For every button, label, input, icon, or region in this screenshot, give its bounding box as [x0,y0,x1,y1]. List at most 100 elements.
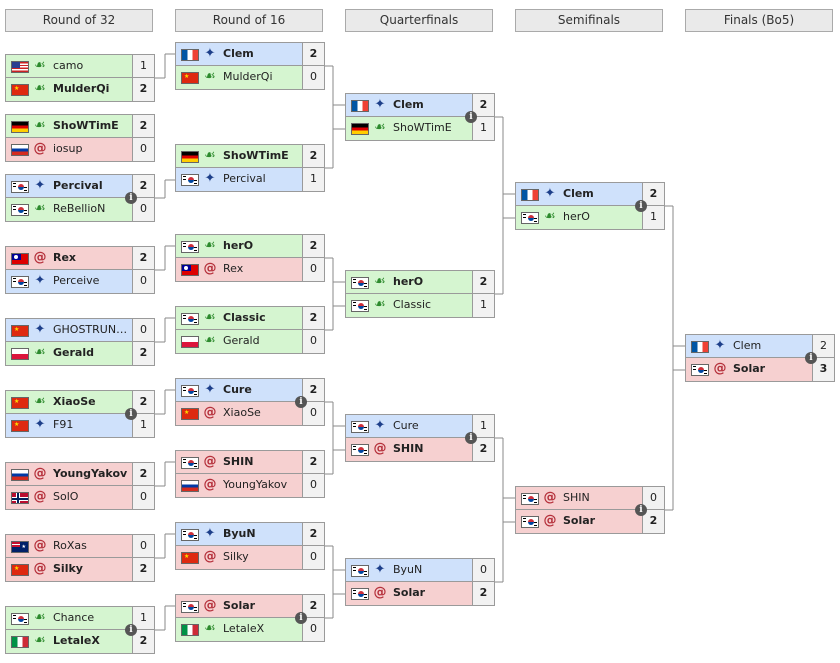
player-name[interactable]: Chance [53,611,95,624]
player-box[interactable]: ★@Silky [5,558,133,582]
player-name[interactable]: Clem [223,47,254,60]
player-box[interactable]: ☙herO [515,206,643,230]
player-box[interactable]: ✦Cure [345,414,473,438]
player-box[interactable]: @Solar [685,358,813,382]
player-box[interactable]: @YoungYakov [5,462,133,486]
player-name[interactable]: SHIN [223,455,254,468]
info-icon[interactable]: i [805,352,817,364]
info-icon[interactable]: i [125,408,137,420]
player-box[interactable]: @Solar [515,510,643,534]
player-name[interactable]: Solar [563,514,596,527]
player-box[interactable]: ☙Classic [345,294,473,318]
player-name[interactable]: herO [563,210,590,223]
player-name[interactable]: GHOSTRUNNER [53,323,131,336]
player-box[interactable]: ☙Gerald [5,342,133,366]
player-name[interactable]: ShoWTimE [223,149,289,162]
player-box[interactable]: @iosup [5,138,133,162]
player-name[interactable]: Silky [223,550,249,563]
player-box[interactable]: @Rex [5,246,133,270]
player-name[interactable]: XiaoSe [223,406,261,419]
player-box[interactable]: ☙ReBellioN [5,198,133,222]
player-name[interactable]: LetaleX [53,634,100,647]
player-name[interactable]: ByuN [223,527,256,540]
player-name[interactable]: Solar [393,586,426,599]
player-box[interactable]: @Rex [175,258,303,282]
player-name[interactable]: herO [223,239,254,252]
player-name[interactable]: iosup [53,142,83,155]
player-box[interactable]: ☙ShoWTimE [175,144,303,168]
player-name[interactable]: RoXas [53,539,87,552]
player-box[interactable]: ☙LetaleX [5,630,133,654]
player-box[interactable]: ★✦F91 [5,414,133,438]
info-icon[interactable]: i [295,612,307,624]
player-box[interactable]: ✦Clem [175,42,303,66]
player-box[interactable]: ☙Gerald [175,330,303,354]
player-name[interactable]: Classic [393,298,432,311]
player-name[interactable]: ShoWTimE [393,121,452,134]
player-box[interactable]: ☙LetaleX [175,618,303,642]
player-name[interactable]: ShoWTimE [53,119,119,132]
player-name[interactable]: herO [393,275,424,288]
player-box[interactable]: ☙Classic [175,306,303,330]
player-name[interactable]: ByuN [393,563,423,576]
player-name[interactable]: Solar [733,362,766,375]
player-box[interactable]: ✦Percival [5,174,133,198]
player-box[interactable]: @SHIN [515,486,643,510]
player-box[interactable]: ★@Silky [175,546,303,570]
player-box[interactable]: ☙ShoWTimE [5,114,133,138]
info-icon[interactable]: i [465,111,477,123]
player-name[interactable]: Gerald [53,346,94,359]
player-box[interactable]: ✦Cure [175,378,303,402]
player-box[interactable]: ☙herO [175,234,303,258]
player-name[interactable]: Percival [223,172,266,185]
player-name[interactable]: SHIN [563,491,590,504]
player-box[interactable]: @SHIN [175,450,303,474]
player-name[interactable]: Silky [53,562,83,575]
player-name[interactable]: Clem [733,339,762,352]
player-box[interactable]: ✦Percival [175,168,303,192]
player-box[interactable]: ✦Clem [345,93,473,117]
player-name[interactable]: MulderQi [223,70,273,83]
info-icon[interactable]: i [635,504,647,516]
player-name[interactable]: YoungYakov [223,478,288,491]
player-box[interactable]: @SolO [5,486,133,510]
player-box[interactable]: ★☙MulderQi [5,78,133,102]
player-name[interactable]: SolO [53,490,79,503]
player-name[interactable]: YoungYakov [53,467,128,480]
player-name[interactable]: Rex [53,251,77,264]
player-box[interactable]: ☙camo [5,54,133,78]
player-name[interactable]: MulderQi [53,82,110,95]
player-name[interactable]: Clem [393,98,424,111]
info-icon[interactable]: i [295,396,307,408]
info-icon[interactable]: i [635,200,647,212]
info-icon[interactable]: i [465,432,477,444]
